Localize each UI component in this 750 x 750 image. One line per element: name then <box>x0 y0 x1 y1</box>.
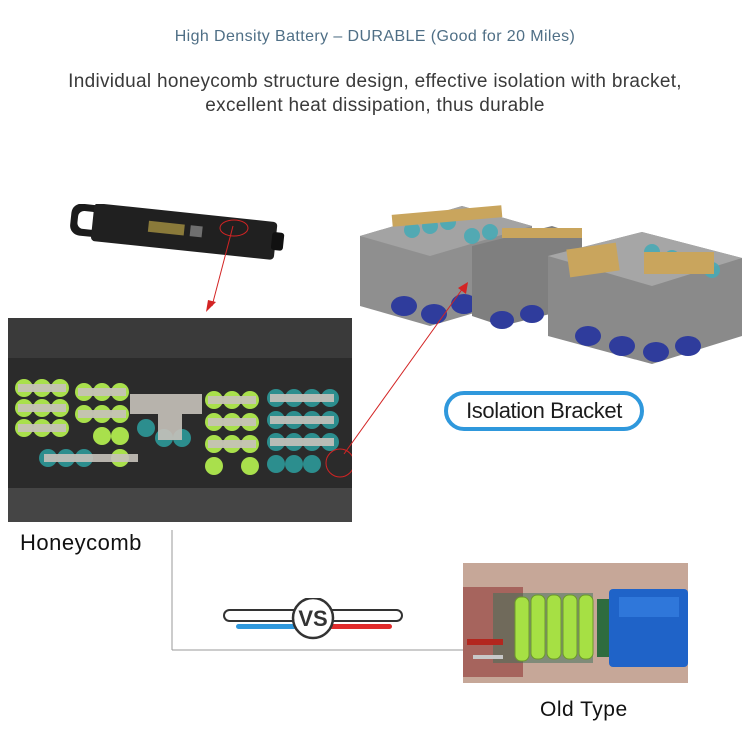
vs-icon <box>218 598 408 640</box>
down-arrow-icon <box>206 300 216 312</box>
page-title: High Density Battery – DURABLE (Good for… <box>174 28 576 45</box>
isolation-bracket-badge: Isolation Bracket <box>444 391 644 431</box>
battery-case-image <box>68 204 290 260</box>
honeycomb-label: Honeycomb <box>20 530 142 555</box>
subtitle-line-2: excellent heat dissipation, thus durable <box>205 95 545 116</box>
up-arrow-icon <box>458 282 468 294</box>
honeycomb-photo <box>8 318 352 522</box>
vs-label: VS <box>298 606 328 631</box>
page-subtitle: Individual honeycomb structure design, e… <box>0 70 750 118</box>
subtitle-line-1: Individual honeycomb structure design, e… <box>68 71 682 92</box>
old-type-label: Old Type <box>540 698 628 721</box>
old-type-photo <box>463 563 688 683</box>
isolation-bracket-render <box>352 196 744 374</box>
